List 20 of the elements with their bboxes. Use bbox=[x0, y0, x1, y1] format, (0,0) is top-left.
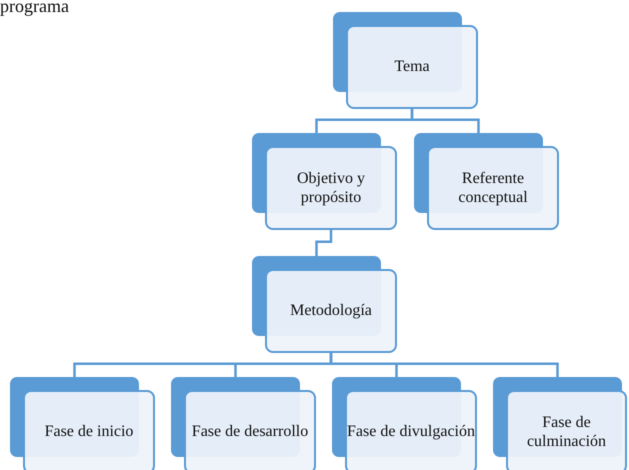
heading-fragment: programa bbox=[0, 0, 69, 17]
box-label: Fase de divulgación bbox=[347, 422, 475, 442]
box-label: Referente conceptual bbox=[457, 168, 529, 208]
box-label: Tema bbox=[394, 57, 430, 77]
org-chart-box bbox=[332, 377, 477, 470]
box-label: Objetivo y propósito bbox=[296, 168, 366, 208]
box-label: Fase de culminación bbox=[526, 412, 608, 452]
box-label: Fase de desarrollo bbox=[192, 422, 308, 442]
box-label: Fase de inicio bbox=[44, 422, 134, 442]
org-chart-box bbox=[171, 377, 316, 470]
org-chart-box bbox=[414, 133, 559, 230]
connector-line bbox=[410, 109, 480, 133]
org-chart-box bbox=[252, 133, 397, 230]
org-chart-box bbox=[493, 377, 627, 470]
connector-line bbox=[315, 230, 332, 256]
org-chart-box bbox=[333, 12, 478, 109]
box-label: Metodología bbox=[290, 301, 372, 321]
org-chart-box bbox=[252, 256, 397, 353]
connector-line bbox=[330, 353, 559, 377]
org-chart-box bbox=[10, 377, 155, 470]
